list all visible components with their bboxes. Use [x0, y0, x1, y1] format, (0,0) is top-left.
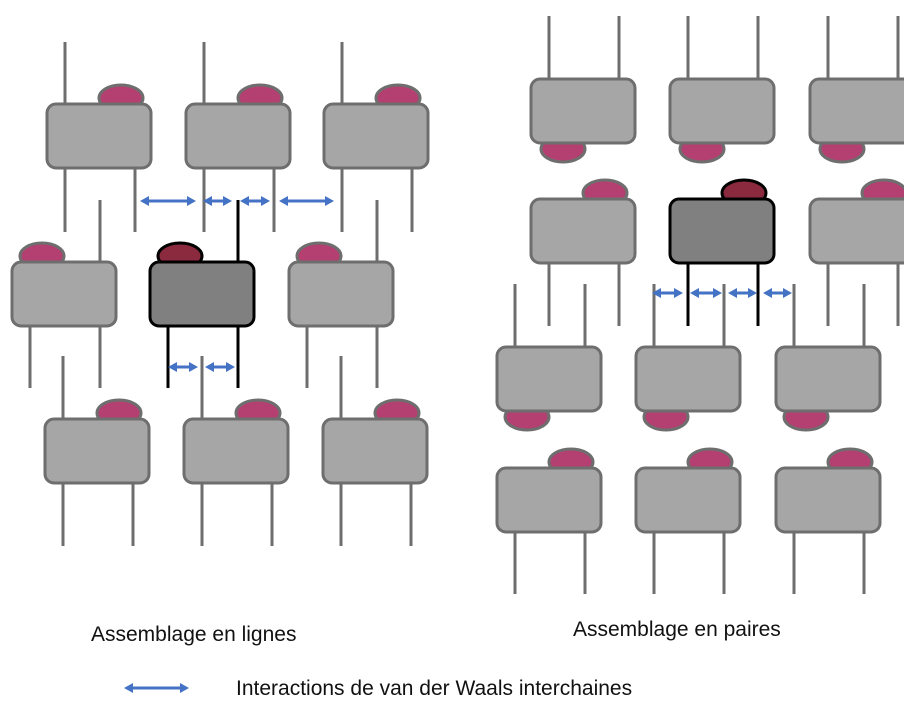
vdw-interaction-arrow: [763, 288, 792, 298]
molecule: [322, 42, 430, 232]
aromatic-core: [774, 466, 882, 534]
molecule: [634, 447, 742, 594]
molecule: [529, 178, 637, 326]
molecule: [45, 42, 153, 232]
molecule: [184, 42, 292, 232]
vdw-interaction-arrow: [728, 288, 757, 298]
molecule: [287, 200, 395, 388]
aromatic-core: [774, 345, 882, 413]
aromatic-core: [495, 345, 603, 413]
caption-line-assembly: Assemblage en lignes: [91, 623, 297, 646]
molecule: [668, 16, 776, 164]
legend-label: Interactions de van der Waals interchain…: [236, 677, 633, 700]
aromatic-core: [495, 466, 603, 534]
aromatic-core: [808, 197, 904, 265]
aromatic-core: [668, 77, 776, 145]
aromatic-core: [45, 102, 153, 170]
aromatic-core: [182, 417, 290, 485]
aromatic-core: [322, 102, 430, 170]
molecule: [774, 447, 882, 594]
aromatic-core: [634, 345, 742, 413]
aromatic-core: [808, 77, 904, 145]
aromatic-core: [529, 197, 637, 265]
aromatic-core: [184, 102, 292, 170]
vdw-interaction-arrow: [652, 288, 683, 298]
molecule: [808, 178, 904, 326]
molecule: [10, 200, 118, 388]
molecule: [43, 356, 151, 546]
molecule: [182, 356, 290, 546]
molecule: [634, 284, 742, 432]
highlighted-molecule: [668, 178, 776, 326]
vdw-interaction-arrow: [140, 196, 196, 206]
molecule: [529, 16, 637, 164]
aromatic-core: [529, 77, 637, 145]
highlighted-molecule: [148, 200, 256, 388]
vdw-interaction-arrow: [205, 362, 235, 372]
aromatic-core: [634, 466, 742, 534]
caption-pair-assembly: Assemblage en paires: [573, 618, 781, 641]
vdw-interaction-arrow: [240, 196, 270, 206]
vdw-interaction-arrow: [690, 288, 722, 298]
aromatic-core: [321, 417, 429, 485]
aromatic-core: [668, 197, 776, 265]
molecule: [808, 16, 904, 164]
aromatic-core: [287, 260, 395, 328]
vdw-interaction-arrow: [203, 196, 232, 206]
molecule: [774, 284, 882, 432]
vdw-interaction-arrow: [168, 362, 198, 372]
legend-arrow-icon: [124, 683, 189, 693]
vdw-interaction-arrow: [279, 196, 334, 206]
aromatic-core: [43, 417, 151, 485]
molecule: [495, 284, 603, 432]
molecule: [495, 447, 603, 594]
molecule: [321, 356, 429, 546]
aromatic-core: [148, 260, 256, 328]
aromatic-core: [10, 260, 118, 328]
